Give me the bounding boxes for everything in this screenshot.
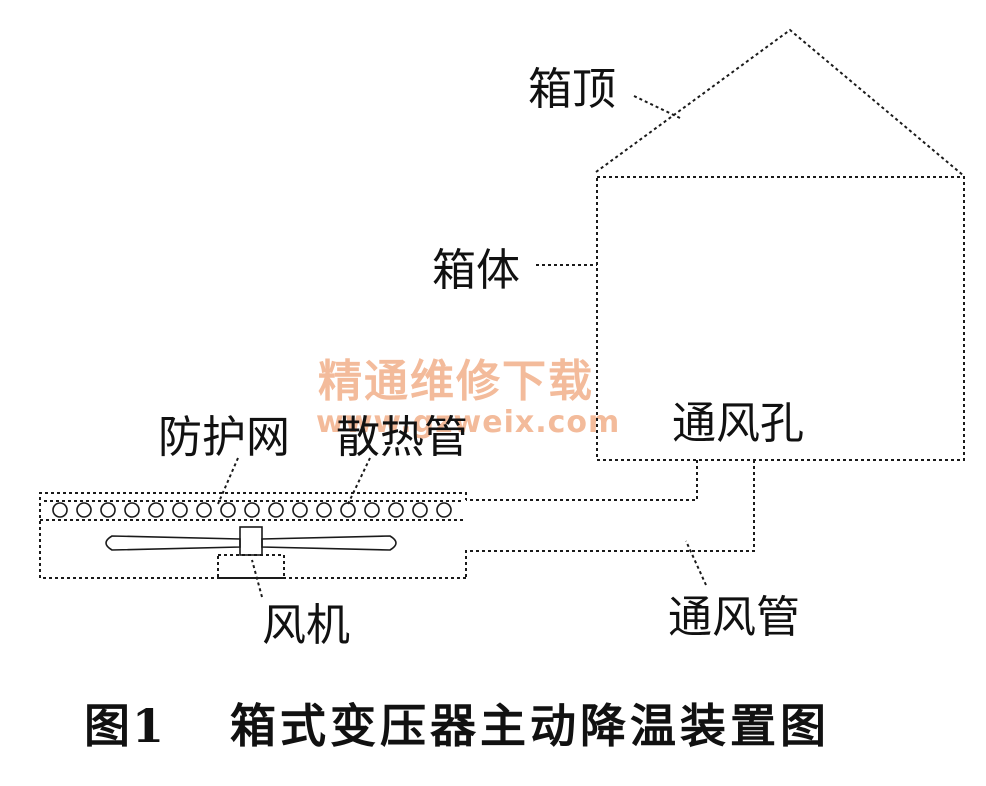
heat-pipe — [292, 502, 308, 518]
vent-duct-upper — [466, 460, 698, 501]
label-guard-net: 防护网 — [158, 412, 290, 463]
heat-pipe — [76, 502, 92, 518]
fan-motor-base — [217, 554, 285, 579]
heat-pipe — [100, 502, 116, 518]
fan-hub — [239, 526, 263, 556]
heat-pipe — [52, 502, 68, 518]
heat-pipe — [412, 502, 428, 518]
vent-duct-lower — [465, 460, 755, 578]
watermark-cn: 精通维修下载 — [318, 356, 594, 407]
fan-housing-outline — [39, 492, 467, 579]
heat-pipe — [172, 502, 188, 518]
heat-pipe — [316, 502, 332, 518]
roof-outline — [595, 28, 965, 177]
heat-pipe — [124, 502, 140, 518]
heat-pipe — [220, 502, 236, 518]
label-fan: 风机 — [262, 600, 350, 651]
heat-pipe-row — [52, 502, 452, 518]
caption-title: 箱式变压器主动降温装置图 — [230, 699, 830, 753]
leader-fan — [251, 559, 263, 598]
watermark-url: www.gzweix.com — [316, 405, 620, 440]
heat-pipe — [340, 502, 356, 518]
label-heat-pipe: 散热管 — [336, 412, 468, 463]
leader-roof — [633, 95, 681, 119]
heat-pipe — [196, 502, 212, 518]
heat-pipe — [148, 502, 164, 518]
fan-blade-right — [261, 535, 397, 551]
fan-blade-left — [105, 535, 241, 551]
fan-assembly — [105, 526, 397, 579]
label-roof: 箱顶 — [528, 64, 616, 115]
leader-guard-net — [217, 457, 239, 505]
heat-pipe — [268, 502, 284, 518]
label-body: 箱体 — [432, 245, 520, 296]
label-vent-duct: 通风管 — [668, 592, 800, 643]
heat-pipe — [244, 502, 260, 518]
label-vent-hole: 通风孔 — [672, 398, 804, 449]
box-body-outline — [596, 176, 965, 461]
leader-vent-duct — [685, 540, 707, 586]
leader-heat-pipe — [347, 457, 371, 505]
caption-figure-number: 图1 — [84, 699, 166, 753]
heat-pipe — [364, 502, 380, 518]
heat-pipe — [436, 502, 452, 518]
heat-pipe — [388, 502, 404, 518]
